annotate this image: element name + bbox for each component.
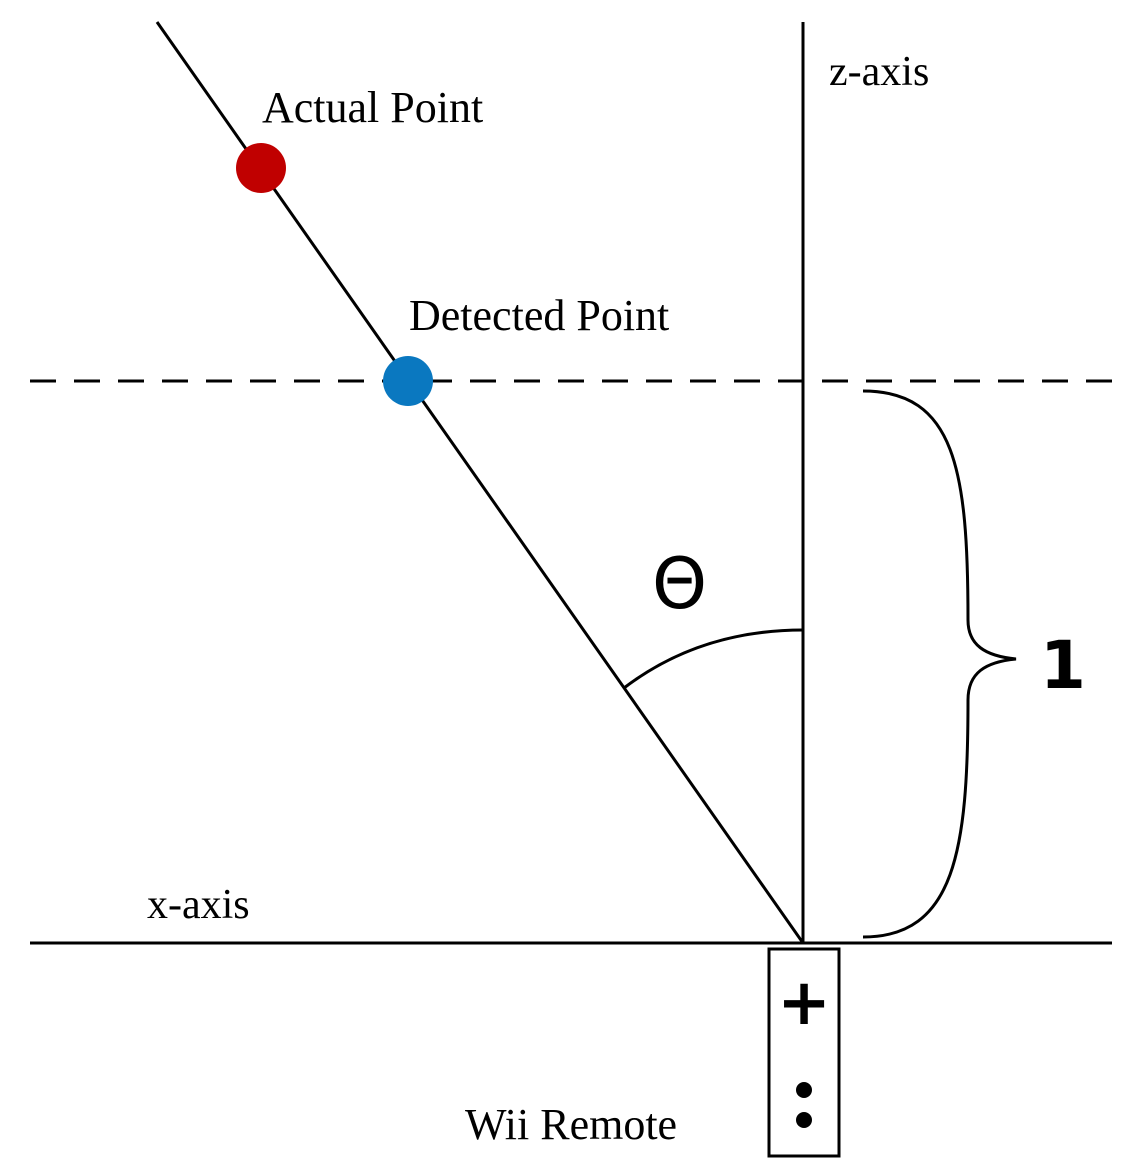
x-axis-label: x-axis xyxy=(147,882,250,928)
detected-point-marker xyxy=(383,356,433,406)
theta-angle-arc xyxy=(623,628,804,690)
theta-label: Θ xyxy=(652,543,707,625)
unit-distance-brace xyxy=(862,389,1017,939)
actual-point-label: Actual Point xyxy=(262,83,483,132)
wii-remote-plus-button: + xyxy=(777,966,831,1040)
wii-remote-button-dot-bottom xyxy=(796,1112,812,1128)
wii-remote-button-dot-top xyxy=(796,1082,812,1098)
unit-distance-label: 1 xyxy=(1040,627,1086,704)
wii-remote-label: Wii Remote xyxy=(465,1100,677,1149)
wii-remote-icon: + xyxy=(767,947,841,1158)
detected-point-label: Detected Point xyxy=(409,291,669,340)
actual-point-marker xyxy=(236,143,286,193)
z-axis-label: z-axis xyxy=(829,49,929,95)
